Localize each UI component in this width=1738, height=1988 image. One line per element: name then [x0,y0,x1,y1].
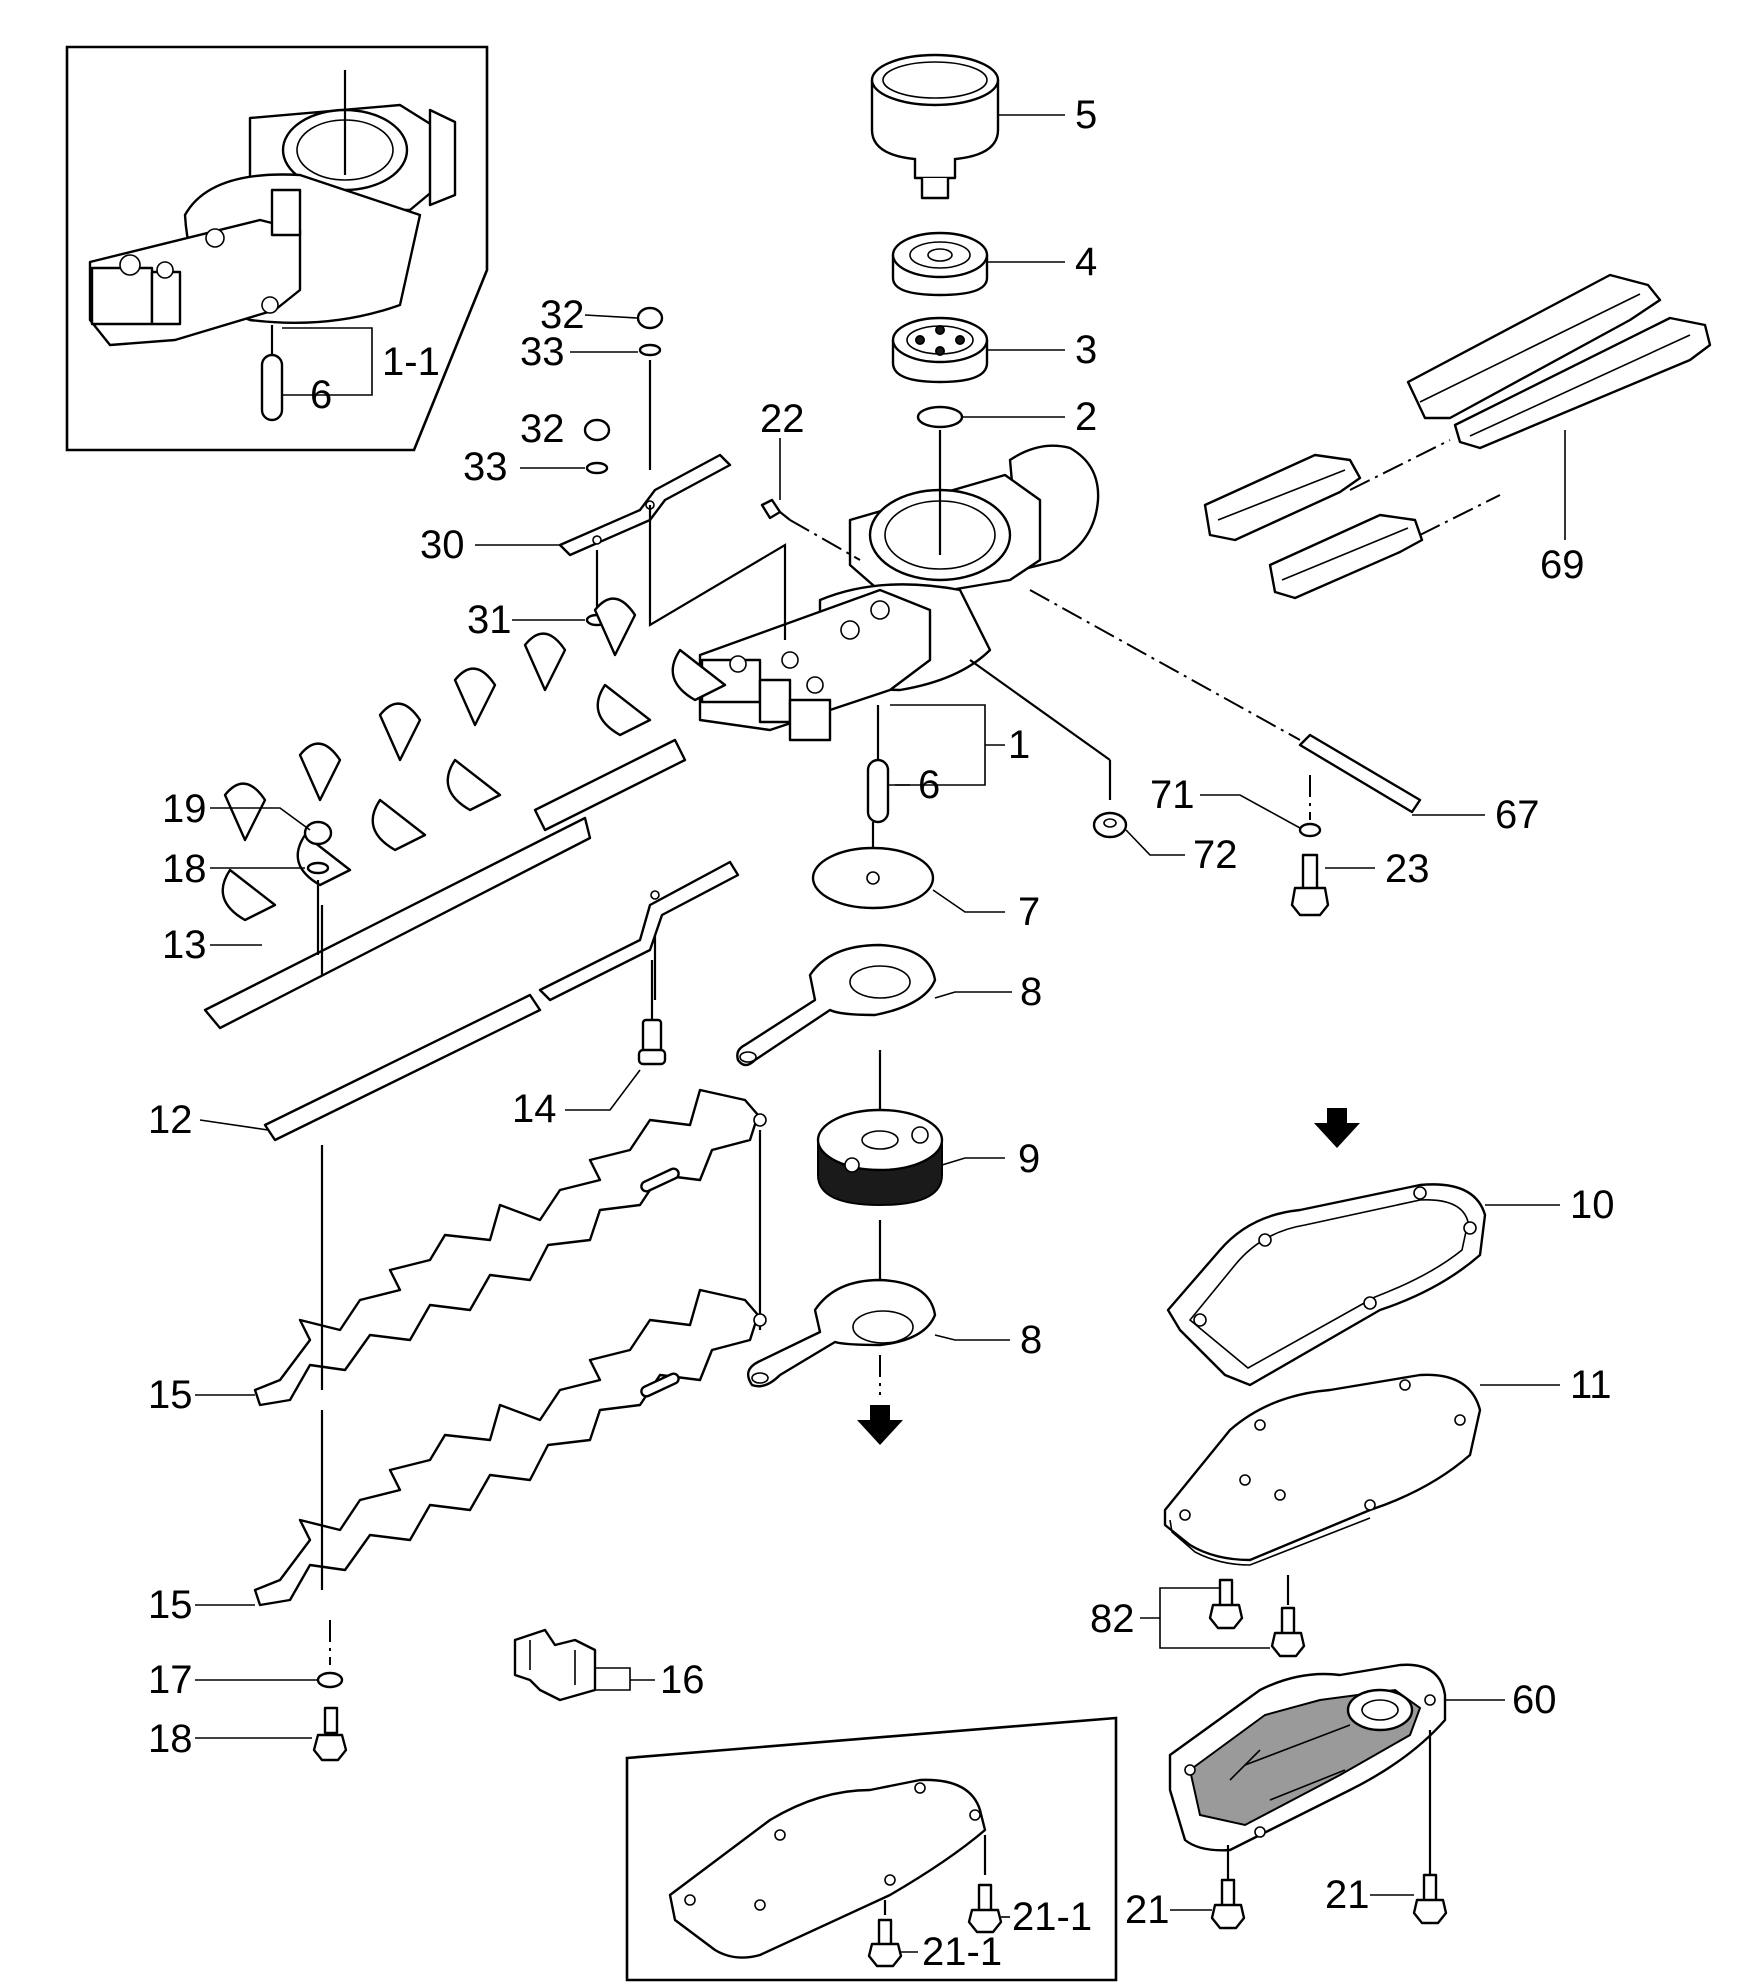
washer-17 [316,1671,344,1689]
linkage-parts [558,306,787,640]
gear-9 [816,1050,944,1310]
callout-60: 60 [1512,1678,1557,1722]
cover-60 [1168,1663,1447,1880]
callout-21-right: 21 [1325,1873,1370,1917]
callout-31: 31 [467,598,512,642]
callout-6: 6 [918,763,940,807]
callout-82: 82 [1090,1597,1135,1641]
down-arrow-icon [857,1405,903,1445]
cutter-blade-15-bottom [253,1288,767,1665]
screw-21-right [1412,1873,1448,1925]
nut-19 [303,820,333,846]
callout-17: 17 [148,1658,193,1702]
callout-8-bottom: 8 [1020,1318,1042,1362]
callout-13: 13 [162,923,207,967]
screw-21-left [1210,1878,1246,1930]
bearing-4 [891,231,989,297]
callout-69: 69 [1540,543,1585,587]
washer-71 [1298,775,1322,838]
callout-7: 7 [1018,890,1040,934]
connecting-rod-8-top [736,943,937,1067]
callout-33-top: 33 [520,330,565,374]
nut-72 [969,659,1128,839]
callout-5: 5 [1075,93,1097,137]
callout-72: 72 [1193,833,1238,877]
callout-23: 23 [1385,847,1430,891]
callout-labels: 5 4 3 2 1-1 6 69 22 32 33 32 33 30 31 1 … [148,93,1615,1974]
blade-plate-12 [263,860,740,1142]
callout-30: 30 [420,523,465,567]
connecting-rod-8-bottom [746,1278,937,1395]
inset-gear-case [65,45,489,452]
drive-cup-5 [870,53,1000,200]
pin-6 [866,705,890,824]
adjust-rod-67 [1029,589,1422,814]
callout-15-bottom: 15 [148,1583,193,1627]
callout-15-top: 15 [148,1373,193,1417]
screws-82 [1208,1575,1306,1658]
bolt-14 [637,960,667,1066]
callout-21-left: 21 [1125,1888,1170,1932]
leader-lines [195,114,1566,1953]
callout-9: 9 [1018,1137,1040,1181]
callout-33-mid: 33 [463,445,508,489]
callout-8-top: 8 [1020,970,1042,1014]
callout-12: 12 [148,1098,193,1142]
callout-67: 67 [1495,793,1540,837]
callout-4: 4 [1075,240,1097,284]
callout-19: 19 [162,787,207,831]
callout-32-top: 32 [540,293,585,337]
washer-18-top [306,861,330,955]
callout-14: 14 [512,1087,557,1131]
blade-holder-13 [203,597,727,1030]
callout-1: 1 [1008,723,1030,767]
blade-guard-16 [513,1628,597,1702]
callout-3: 3 [1075,328,1097,372]
gasket-10 [1166,1183,1487,1387]
callout-22: 22 [760,397,805,441]
blade-cover-69 [1203,273,1712,600]
inset-cover-variant [625,1716,1118,1982]
screw-22 [760,498,861,561]
cutter-blade-15-top [253,1088,767,1407]
callout-6-inset: 6 [310,373,332,417]
callout-32-mid: 32 [520,407,565,451]
callout-1-1: 1-1 [382,340,440,384]
callout-21-1-bottom: 21-1 [922,1930,1002,1974]
callout-10: 10 [1570,1183,1615,1227]
bolt-23 [1290,853,1330,917]
callout-2: 2 [1075,395,1097,439]
snap-ring-2 [916,405,964,429]
bearing-3 [891,316,989,384]
gear-case-1 [698,430,1100,742]
callout-21-1-top: 21-1 [1012,1895,1092,1939]
bolt-18-bottom [312,1706,348,1762]
down-arrow-icon [1314,1108,1360,1148]
washer-7 [811,822,935,910]
callout-71: 71 [1150,773,1195,817]
callout-11: 11 [1570,1363,1612,1407]
callout-16: 16 [660,1658,705,1702]
callout-18-top: 18 [162,847,207,891]
gasket-11 [1163,1373,1482,1566]
callout-18-bottom: 18 [148,1717,193,1761]
